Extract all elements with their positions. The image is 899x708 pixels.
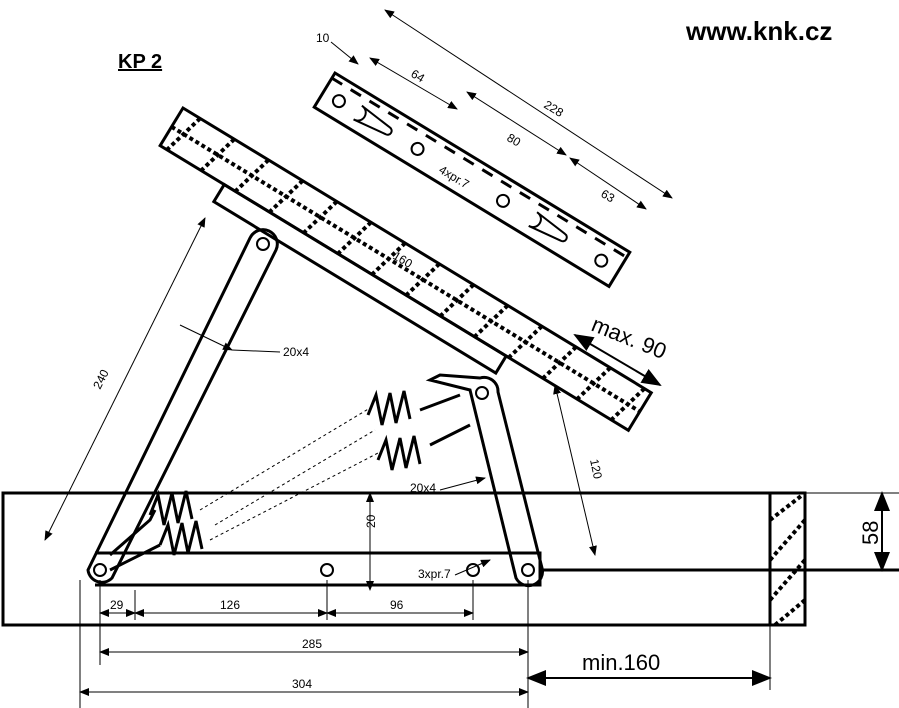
- frame-height-label: 58: [858, 521, 883, 545]
- dim-304-label: 304: [292, 677, 312, 691]
- left-section-label: 20x4: [283, 345, 309, 359]
- total-length-label: 228: [541, 98, 566, 120]
- first-hole-label: 64: [408, 67, 427, 86]
- dim-96-label: 96: [390, 598, 404, 612]
- arm-length-label: 240: [90, 367, 112, 391]
- dim-285-label: 285: [302, 637, 322, 651]
- dim-126-label: 126: [220, 598, 240, 612]
- base-rail: [95, 551, 542, 587]
- max-thickness-label: max. 90: [588, 311, 670, 363]
- rail-height-label: 20: [364, 514, 378, 528]
- min-gap-label: min.160: [582, 650, 660, 675]
- wall-bracket: [312, 70, 632, 289]
- base-holes-label: 3xpr.7: [418, 567, 451, 581]
- bracket-holes-label: 4xpr.7: [436, 163, 472, 192]
- dim-29-label: 29: [110, 598, 124, 612]
- offset-label: 10: [316, 31, 330, 45]
- base-frame: [1, 491, 899, 627]
- middle-spacing-label: 80: [504, 131, 523, 150]
- left-arm: [86, 228, 279, 584]
- model-title: KP 2: [118, 51, 162, 73]
- arm-dimensions: [44, 217, 662, 591]
- website-label: www.knk.cz: [685, 16, 832, 46]
- bracket-dimensions: [330, 9, 673, 210]
- base-dimensions: [79, 491, 890, 708]
- depth-label: 120: [587, 458, 605, 481]
- right-arm: [425, 373, 544, 588]
- last-spacing-label: 63: [598, 187, 617, 206]
- right-section-label: 20x4: [410, 481, 436, 495]
